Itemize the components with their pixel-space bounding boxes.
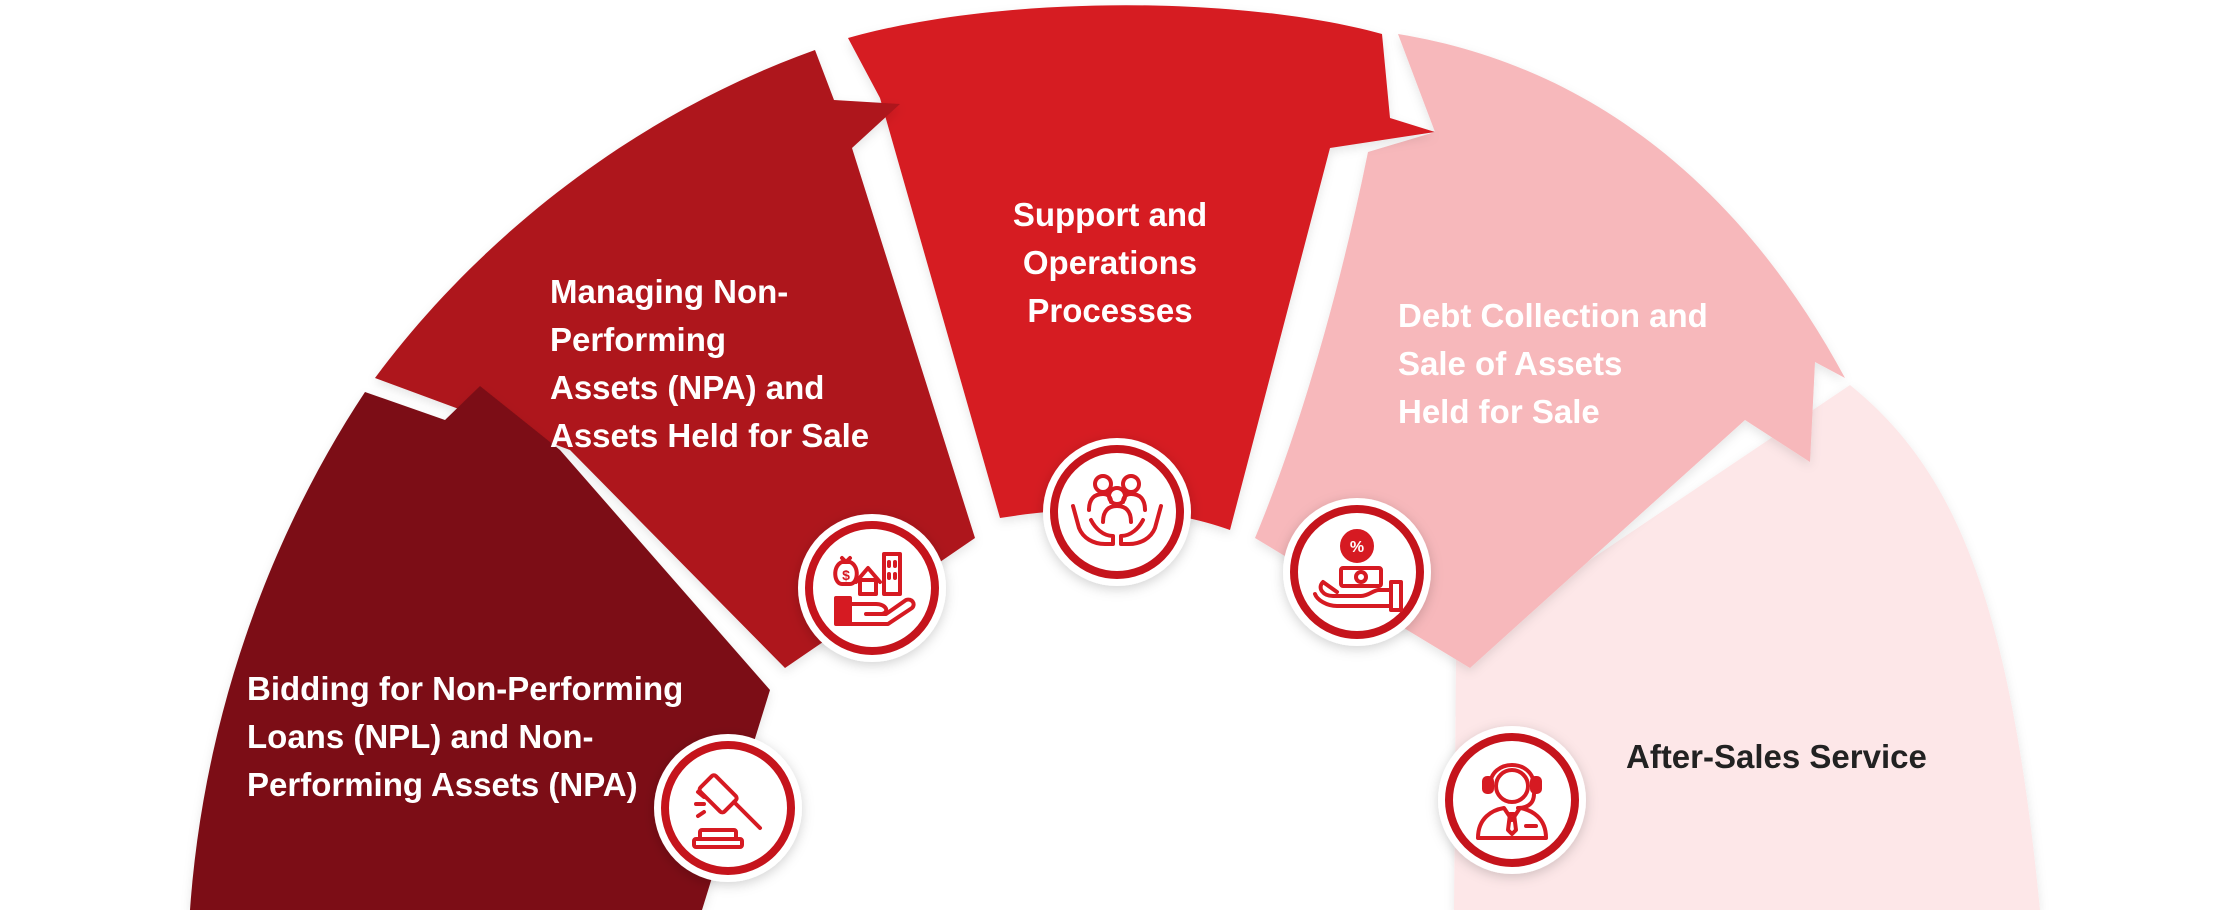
after-sales-label-line-1: After-Sales Service	[1626, 738, 1927, 775]
support-label-line-1: Support and	[1012, 196, 1208, 233]
support-label-line-3: Processes	[1027, 292, 1193, 329]
managing-label-line-1: Managing Non-	[550, 273, 789, 310]
bidding-label-line-2: Loans (NPL) and Non-	[247, 718, 594, 755]
segment-managing	[375, 50, 975, 668]
segment-bidding	[190, 386, 770, 910]
bidding-label-line-1: Bidding for Non-Performing	[247, 670, 684, 707]
segment-support	[848, 5, 1435, 531]
support-agent-headset-icon	[1438, 726, 1586, 874]
segment-debt-collection	[1255, 34, 1845, 668]
bidding-label-line-3: Performing Assets (NPA)	[247, 766, 638, 803]
support-label: Support and Operations Processes	[980, 191, 1240, 335]
debt-label: Debt Collection and Sale of Assets Held …	[1398, 292, 1708, 436]
debt-label-line-3: Held for Sale	[1398, 393, 1600, 430]
cash-percent-hand-icon: %	[1283, 498, 1431, 646]
debt-label-line-2: Sale of Assets	[1398, 345, 1623, 382]
segment-shapes	[190, 5, 2040, 910]
svg-text:%: %	[1350, 539, 1364, 556]
debt-label-line-1: Debt Collection and	[1398, 297, 1708, 334]
svg-text:$: $	[842, 567, 850, 583]
auction-gavel-icon	[654, 734, 802, 882]
support-label-line-2: Operations	[1022, 244, 1198, 281]
managing-label-line-2: Performing	[550, 321, 727, 358]
after-sales-label: After-Sales Service	[1626, 733, 1927, 781]
people-in-hands-icon	[1043, 438, 1191, 586]
managing-label-line-3: Assets (NPA) and	[550, 369, 825, 406]
asset-in-hand-icon: $	[798, 514, 946, 662]
segment-after-sales	[1454, 385, 2040, 910]
managing-label: Managing Non- Performing Assets (NPA) an…	[550, 268, 869, 460]
managing-label-line-4: Assets Held for Sale	[550, 417, 870, 454]
bidding-label: Bidding for Non-Performing Loans (NPL) a…	[247, 665, 683, 809]
